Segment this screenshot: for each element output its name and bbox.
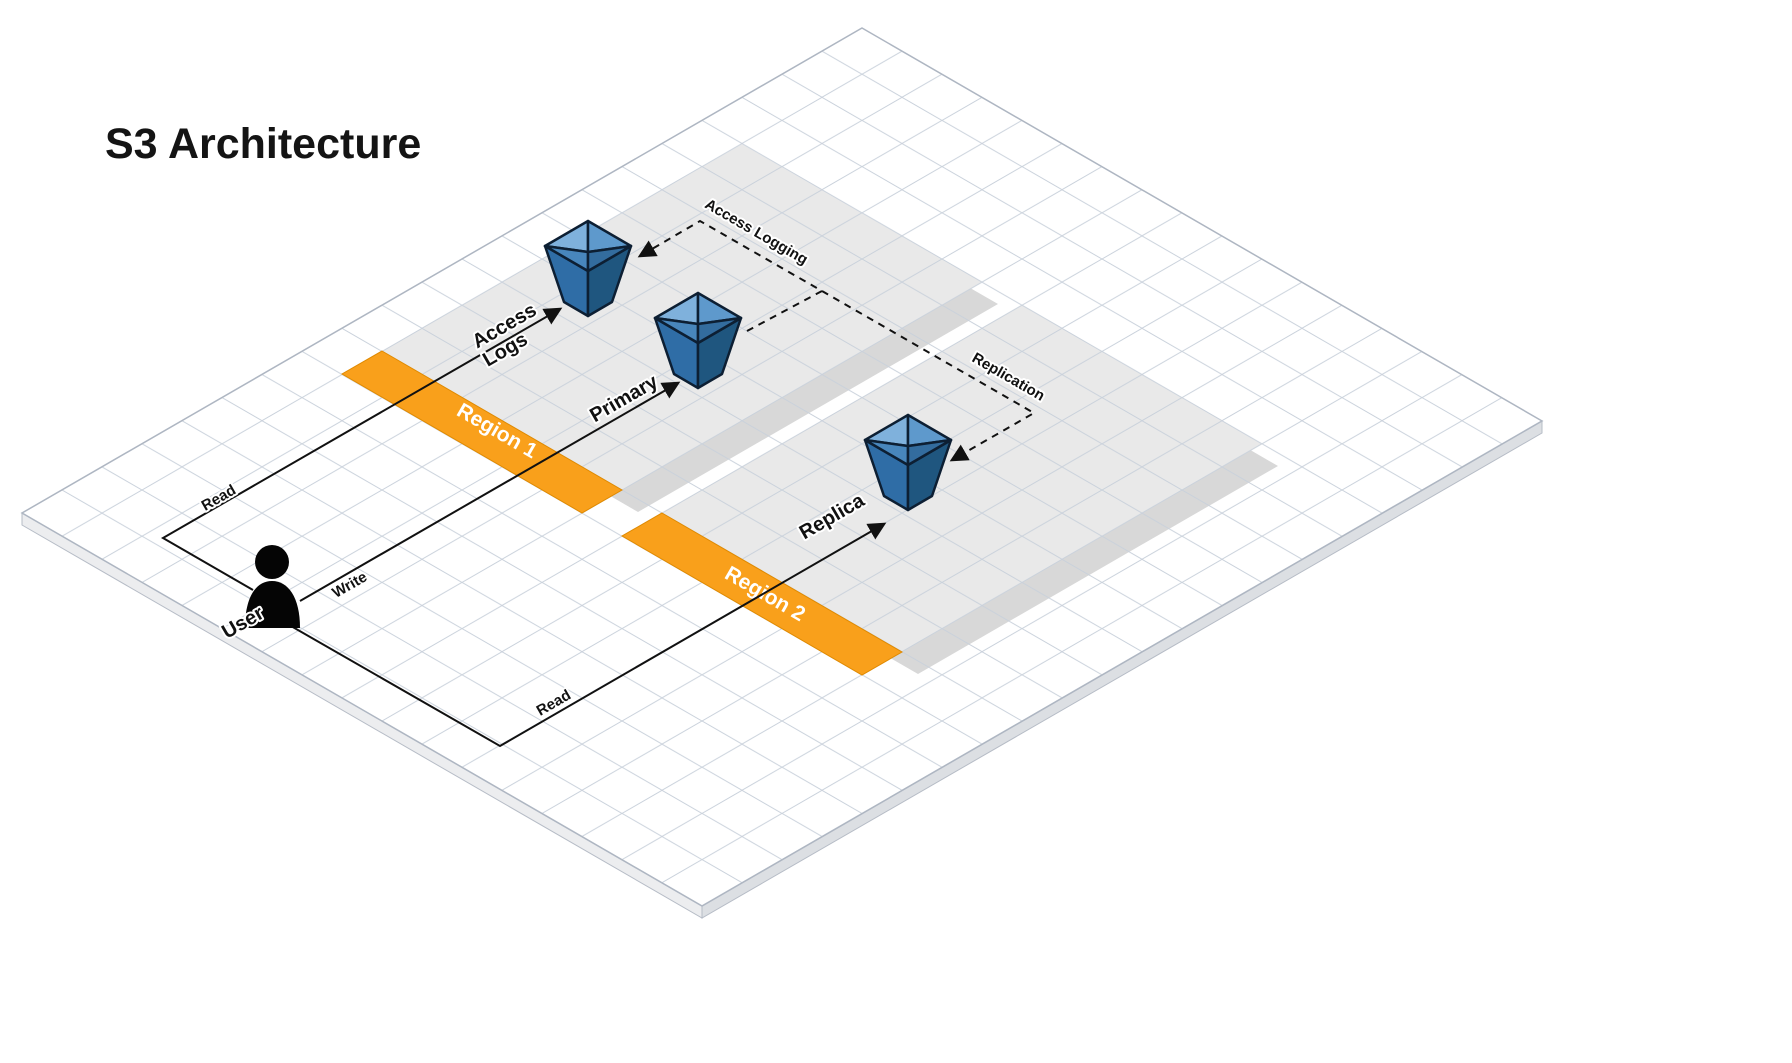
user-icon [245,545,300,628]
user-head [255,545,289,579]
user-body [245,581,300,628]
read-arrow-top [160,307,563,591]
replication-connector [821,290,1037,462]
region-1-bar-shape [340,350,624,514]
access-logging-connector [637,219,825,332]
write-arrow [299,381,681,602]
diagram-title: S3 Architecture [105,120,421,168]
iso-grid [20,27,1544,907]
read-arrow-bottom [283,522,887,748]
